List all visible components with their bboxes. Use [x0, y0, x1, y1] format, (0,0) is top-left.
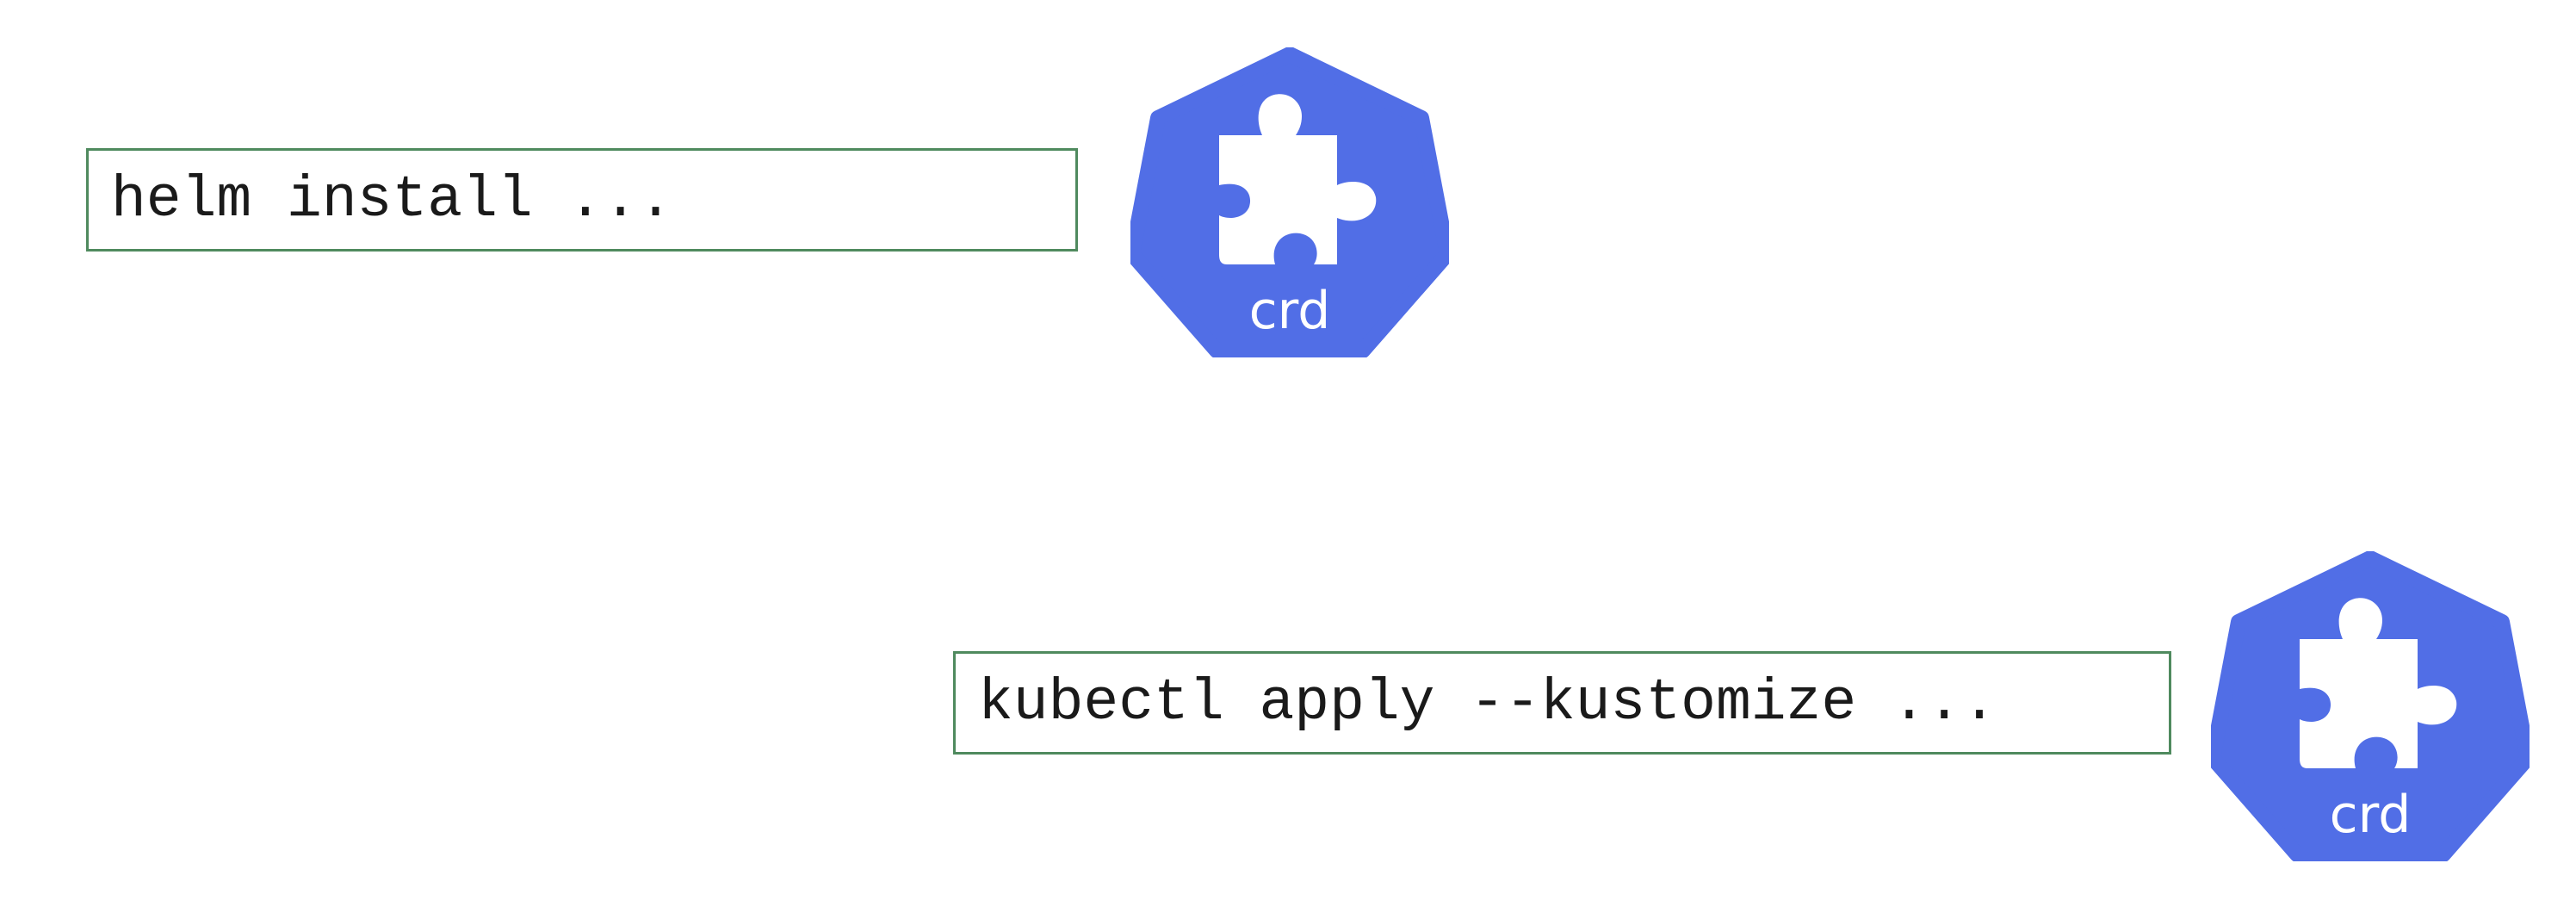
kubectl-apply-command-box: kubectl apply --kustomize ... [953, 651, 2171, 755]
helm-install-command-text: helm install ... [111, 166, 673, 233]
helm-install-command-box: helm install ... [86, 148, 1078, 252]
crd-icon-label: crd [1249, 281, 1331, 341]
puzzle-piece-icon [2300, 598, 2457, 768]
crd-icon: crd [1130, 47, 1449, 357]
kubectl-apply-command-text: kubectl apply --kustomize ... [978, 669, 1997, 736]
puzzle-piece-icon [1219, 94, 1377, 265]
crd-icon-label: crd [2330, 785, 2412, 845]
crd-icon: crd [2211, 551, 2530, 861]
